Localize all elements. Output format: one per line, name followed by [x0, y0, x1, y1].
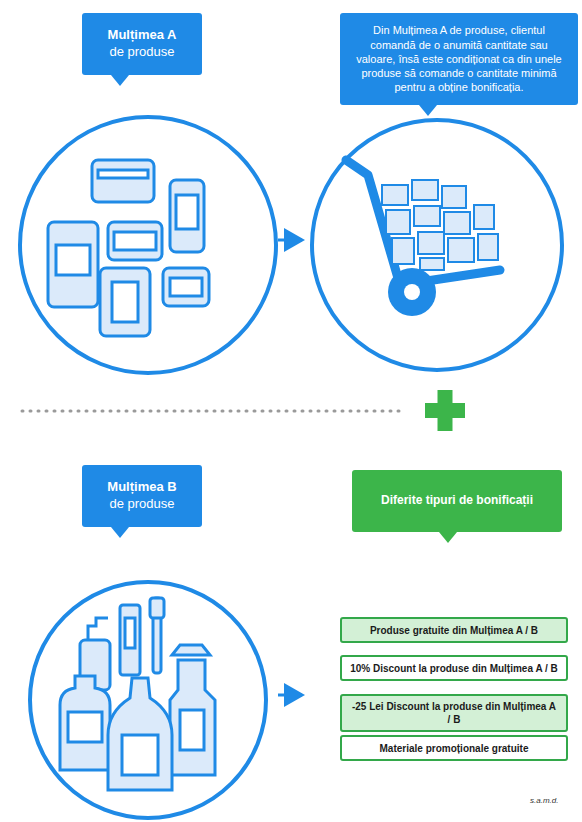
node-heading: Diferite tipuri de bonificații — [360, 493, 554, 509]
node-heading: -25 Lei Discount la produse din Mulțimea… — [350, 700, 558, 726]
callout-box: Mulțimea Ade produse — [82, 13, 202, 75]
node-heading: Din Mulțimea A de produse, clientul coma… — [350, 23, 568, 94]
node-heading: Produse gratuite din Mulțimea A / B — [350, 624, 558, 637]
dotted-separator — [22, 410, 400, 413]
node-heading: Materiale promoționale gratuite — [350, 742, 558, 755]
bonus-item: Materiale promoționale gratuite — [340, 735, 568, 761]
bonus-item: 10% Discount la produse din Mulțimea A /… — [340, 655, 568, 681]
callout-box: Din Mulțimea A de produse, clientul coma… — [340, 13, 578, 105]
callout-box: Mulțimea Bde produse — [82, 465, 202, 527]
hand-truck — [312, 120, 562, 370]
product-set-a — [20, 117, 276, 373]
node-text: de produse — [90, 496, 194, 513]
bonus-item: Produse gratuite din Mulțimea A / B — [340, 617, 568, 643]
node-heading: Mulțimea B — [90, 479, 194, 496]
bonus-item: -25 Lei Discount la produse din Mulțimea… — [340, 694, 568, 732]
callout-pointer — [419, 105, 437, 116]
plus-sign — [425, 390, 465, 431]
node-heading: Mulțimea A — [90, 27, 194, 44]
callout-box: Diferite tipuri de bonificații — [352, 470, 562, 532]
note-label: s.a.m.d. — [530, 796, 558, 805]
node-heading: 10% Discount la produse din Mulțimea A /… — [350, 662, 558, 675]
callout-pointer — [111, 75, 129, 86]
flow-arrow — [278, 239, 302, 242]
callout-pointer — [111, 527, 129, 538]
product-set-b — [30, 582, 266, 818]
flow-arrow — [278, 694, 302, 697]
callout-pointer — [439, 532, 457, 543]
node-text: de produse — [90, 44, 194, 61]
